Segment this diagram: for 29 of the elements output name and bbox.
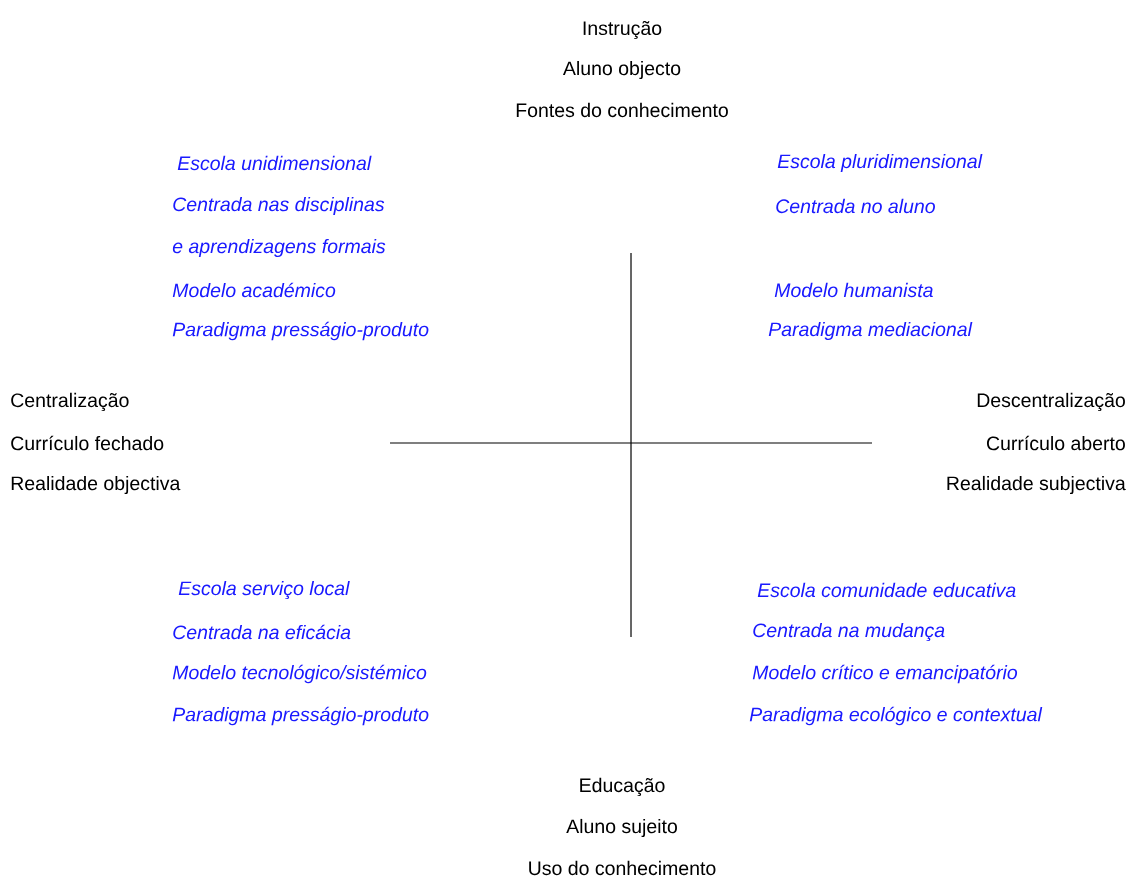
- axis-label: Educação: [580, 777, 665, 797]
- quadrant-text: Centrada no aluno: [776, 198, 935, 214]
- axis-label: Currículo aberto: [987, 435, 1125, 451]
- quadrant-text: Escola pluridimensional: [777, 153, 983, 173]
- axis-label: Currículo fechado: [11, 435, 164, 451]
- quadrant-text: Modelo tecnológico/sistémico: [172, 664, 427, 684]
- axis-label: Fontes do conhecimento: [516, 102, 728, 118]
- quadrant-text: Modelo académico: [172, 282, 336, 298]
- quadrant-text: Paradigma presságio-produto: [172, 321, 429, 341]
- axis-label: Aluno objecto: [562, 60, 681, 80]
- axis-label: Realidade subjectiva: [947, 475, 1126, 495]
- quadrant-text: Paradigma mediacional: [768, 321, 973, 341]
- quadrant-text: Paradigma presságio-produto: [172, 706, 429, 726]
- quadrant-text: Escola unidimensional: [177, 155, 372, 171]
- quadrant-text: Modelo humanista: [774, 282, 933, 298]
- quadrant-text: Escola comunidade educativa: [757, 582, 1016, 598]
- axis-label: Aluno sujeito: [566, 818, 677, 838]
- quadrant-text: Paradigma ecológico e contextual: [749, 706, 1043, 726]
- quadrant-text: Modelo crítico e emancipatório: [752, 664, 1018, 684]
- quadrant-text: Escola serviço local: [178, 580, 350, 600]
- quadrant-text: Centrada na mudança: [753, 622, 945, 642]
- quadrant-text: Centrada na eficácia: [173, 624, 351, 640]
- axis-label: Realidade objectiva: [11, 475, 181, 495]
- quadrant-text: e aprendizagens formais: [172, 238, 386, 258]
- axis-label: Instrução: [583, 20, 662, 40]
- axis-label: Descentralização: [977, 392, 1125, 412]
- quadrant-text: Centrada nas disciplinas: [173, 196, 385, 216]
- axis-label: Uso do conhecimento: [529, 860, 716, 876]
- axis-label: Centralização: [11, 392, 129, 412]
